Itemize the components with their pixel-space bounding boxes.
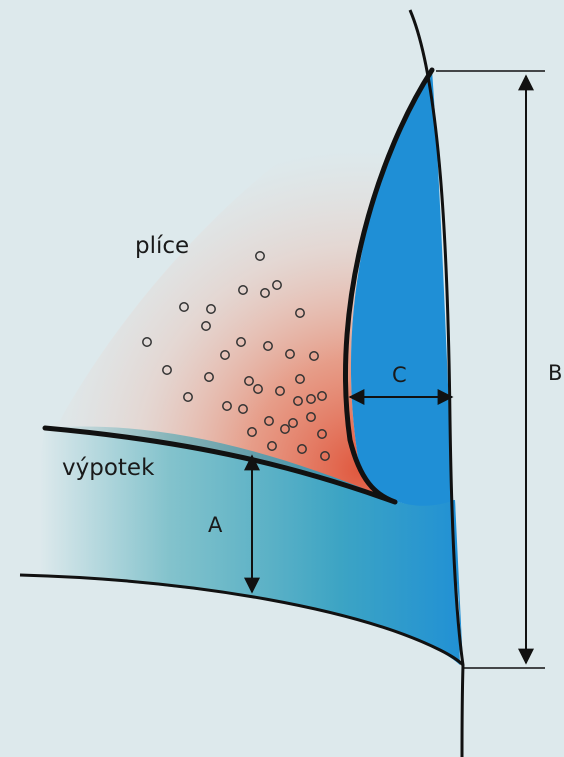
alveolus-circle <box>293 396 303 406</box>
alveolus-circle <box>142 337 152 347</box>
alveolus-circle <box>179 302 189 312</box>
alveolus-circle <box>260 288 270 298</box>
alveolus-circle <box>162 365 172 375</box>
alveolus-circle <box>317 391 327 401</box>
alveolus-circle <box>201 321 211 331</box>
alveolus-circle <box>295 374 305 384</box>
effusion-label: výpotek <box>62 455 155 481</box>
alveolus-circle <box>183 392 193 402</box>
alveolus-circle <box>247 427 257 437</box>
alveolus-circle <box>220 350 230 360</box>
alveolus-circle <box>320 451 330 461</box>
alveolus-circle <box>272 280 282 290</box>
chest-wall-line <box>408 9 465 757</box>
alveolus-circle <box>206 304 216 314</box>
lung-region <box>45 70 432 500</box>
lung-label: plíce <box>135 233 189 259</box>
alveolus-circle <box>306 412 316 422</box>
alveolus-circle <box>264 416 274 426</box>
lung-boundary-line <box>42 67 435 505</box>
alveolus-circle <box>267 441 277 451</box>
dimension-a-label: A <box>208 513 223 537</box>
alveolus-circle <box>275 386 285 396</box>
alveolus-circle <box>295 308 305 318</box>
alveoli-group <box>142 251 330 461</box>
diaphragm-line <box>19 573 465 667</box>
alveolus-circle <box>285 349 295 359</box>
alveolus-circle <box>222 401 232 411</box>
alveolus-circle <box>306 394 316 404</box>
alveolus-circle <box>255 251 265 261</box>
alveolus-circle <box>238 404 248 414</box>
alveolus-circle <box>288 418 298 428</box>
dimension-c-label: C <box>392 363 407 387</box>
alveolus-circle <box>244 376 254 386</box>
alveolus-circle <box>280 424 290 434</box>
dimension-b-label: B <box>548 361 562 385</box>
alveolus-circle <box>238 285 248 295</box>
alveolus-circle <box>236 337 246 347</box>
alveolus-circle <box>253 384 263 394</box>
pleural-space <box>350 70 463 665</box>
alveolus-circle <box>317 429 327 439</box>
alveolus-circle <box>263 341 273 351</box>
alveolus-circle <box>297 444 307 454</box>
alveolus-circle <box>309 351 319 361</box>
alveolus-circle <box>204 372 214 382</box>
